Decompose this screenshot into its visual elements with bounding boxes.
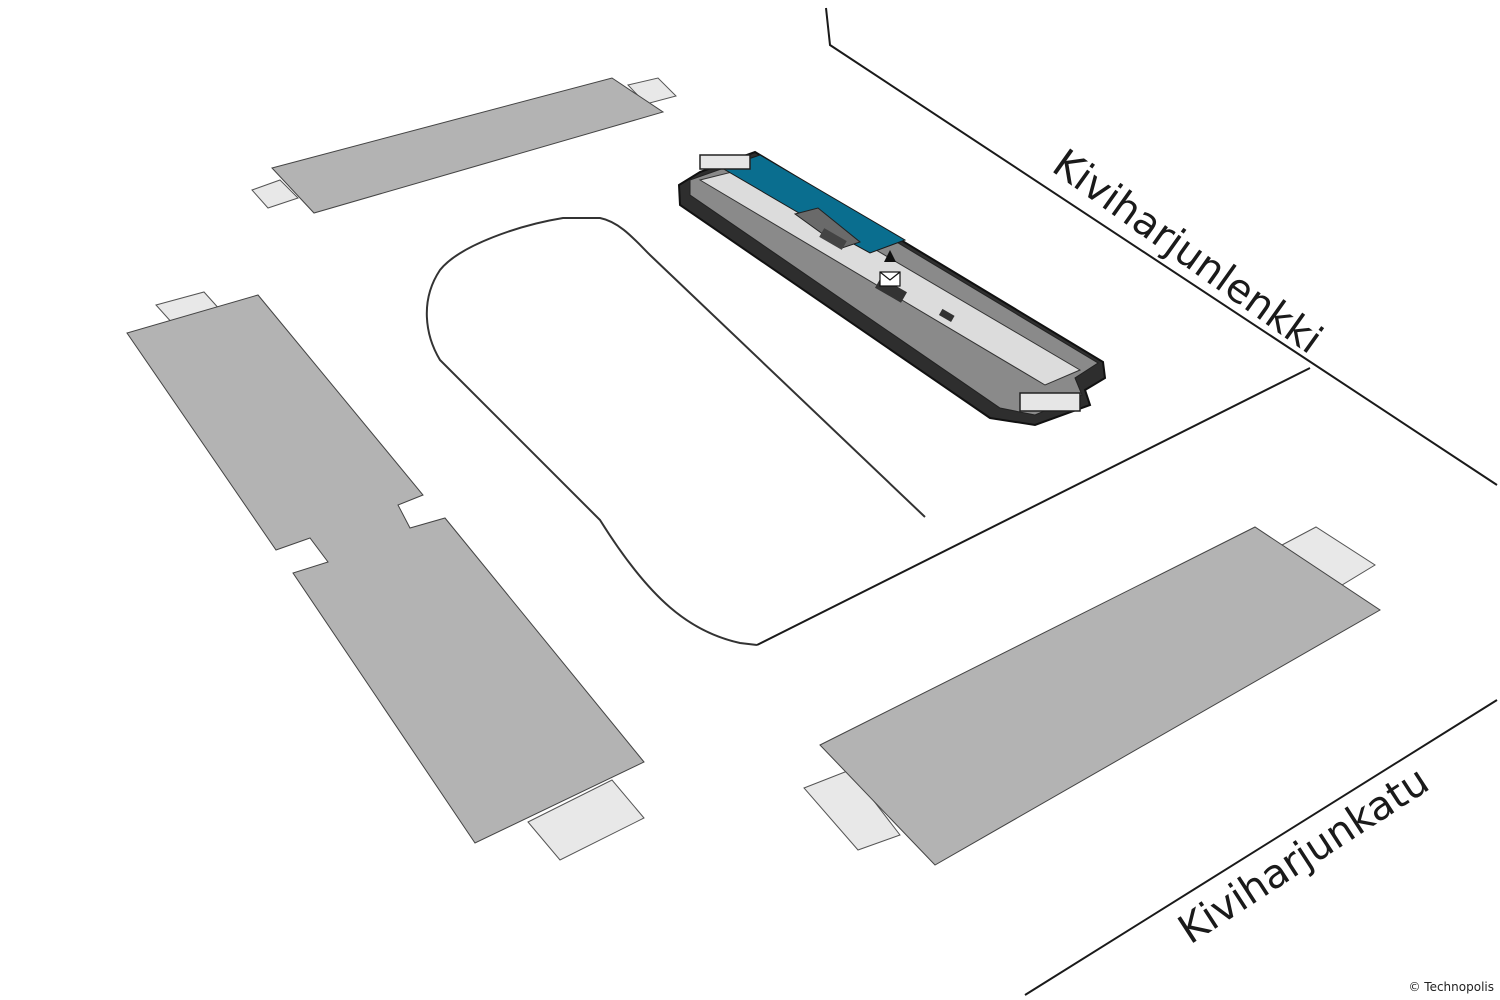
parking-area-outline	[425, 217, 926, 646]
building-highlighted	[677, 150, 1107, 427]
building-north-body	[271, 77, 665, 214]
entrance-tab-northwest	[699, 154, 751, 170]
building-south-body	[819, 526, 1381, 866]
building-west	[126, 291, 645, 861]
entrance-south-west	[803, 769, 901, 851]
road-lines	[756, 7, 1498, 996]
entrance-north-west	[251, 179, 299, 209]
building-north	[251, 77, 677, 214]
road-line-upper	[825, 7, 1498, 486]
mail-icon-flap	[879, 271, 901, 281]
street-label-kiviharjunkatu: Kiviharjunkatu	[1170, 758, 1437, 954]
interior-block-1	[819, 228, 847, 250]
interior-block-3	[938, 308, 955, 322]
building-south	[803, 526, 1381, 866]
road-line-side	[756, 367, 1311, 646]
road-line-lower	[1024, 699, 1498, 996]
entrance-tab-southeast	[1019, 392, 1081, 412]
copyright-notice: © Technopolis	[1408, 980, 1494, 994]
street-label-kiviharjunlenkki: Kiviharjunlenkki	[1044, 141, 1330, 364]
entrance-west-bottom	[527, 779, 645, 861]
entrance-arrow-icon	[884, 250, 896, 262]
building-west-body	[126, 294, 645, 844]
